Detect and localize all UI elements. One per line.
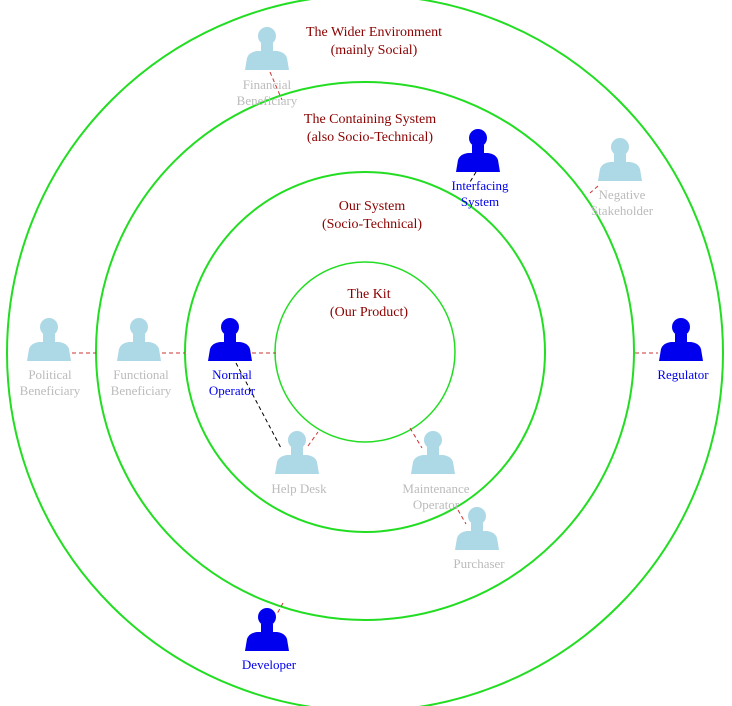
person-label-line1: Negative: [599, 187, 646, 202]
ring-containing-subtitle: (also Socio-Technical): [307, 130, 433, 145]
connector-lines: [72, 71, 658, 615]
person-icon: [208, 318, 252, 361]
ring-wider-environment: [6, 0, 724, 706]
link-financial: [269, 71, 283, 101]
person-negative-stakeholder: Negative Stakeholder: [591, 138, 654, 218]
person-functional-beneficiary: Functional Beneficiary: [111, 318, 172, 398]
person-developer: Developer: [242, 608, 297, 672]
person-label-line1: Regulator: [657, 367, 709, 382]
person-help-desk: Help Desk: [271, 431, 327, 496]
person-interfacing-system: Interfacing System: [451, 129, 509, 209]
person-label-line1: Interfacing: [451, 178, 509, 193]
person-label-line1: Purchaser: [453, 556, 505, 571]
person-regulator: Regulator: [657, 318, 709, 382]
ring-containing-system: [95, 81, 635, 621]
link-normal-helpdesk: [235, 362, 282, 449]
person-maintenance-operator: Maintenance Operator: [402, 431, 470, 512]
person-icon: [275, 431, 319, 474]
link-negative: [589, 185, 599, 194]
person-label-line1: Developer: [242, 657, 297, 672]
person-label-line2: Stakeholder: [591, 203, 654, 218]
ring-containing-title: The Containing System: [304, 112, 436, 127]
person-normal-operator: Normal Operator: [208, 318, 256, 398]
ring-wider-title: The Wider Environment: [306, 25, 442, 40]
ring-kit-subtitle: (Our Product): [330, 305, 408, 320]
person-label-line2: Beneficiary: [237, 93, 298, 108]
person-label-line1: Maintenance: [402, 481, 469, 496]
person-icon: [245, 608, 289, 651]
person-label-line1: Political: [28, 367, 72, 382]
person-label-line2: Operator: [209, 383, 256, 398]
ring-wider-subtitle: (mainly Social): [331, 43, 418, 58]
person-icon: [456, 129, 500, 172]
person-purchaser: Purchaser: [453, 507, 505, 571]
person-label-line2: Beneficiary: [20, 383, 81, 398]
link-maintenance-kit: [409, 427, 423, 449]
person-icon: [659, 318, 703, 361]
person-icon: [117, 318, 161, 361]
person-label-line2: Operator: [413, 497, 460, 512]
person-label-line1: Help Desk: [271, 481, 327, 496]
person-icon: [598, 138, 642, 181]
person-label-line1: Financial: [243, 77, 292, 92]
person-icon: [411, 431, 455, 474]
person-icon: [455, 507, 499, 550]
person-icon: [27, 318, 71, 361]
person-icon: [245, 27, 289, 70]
link-interfacing: [469, 171, 477, 183]
person-label-line1: Functional: [113, 367, 169, 382]
person-label-line2: System: [461, 194, 499, 209]
ring-system-subtitle: (Socio-Technical): [322, 217, 422, 232]
link-helpdesk-kit: [307, 431, 319, 447]
link-developer: [276, 602, 284, 615]
ring-the-kit: [274, 261, 456, 443]
ring-kit-title: The Kit: [347, 287, 390, 302]
ring-system-title: Our System: [339, 199, 406, 214]
person-label-line1: Normal: [212, 367, 252, 382]
person-label-line2: Beneficiary: [111, 383, 172, 398]
link-maintenance-purchaser: [457, 509, 467, 525]
person-financial-beneficiary: Financial Beneficiary: [237, 27, 298, 108]
person-political-beneficiary: Political Beneficiary: [20, 318, 81, 398]
ring-our-system: [184, 171, 546, 533]
